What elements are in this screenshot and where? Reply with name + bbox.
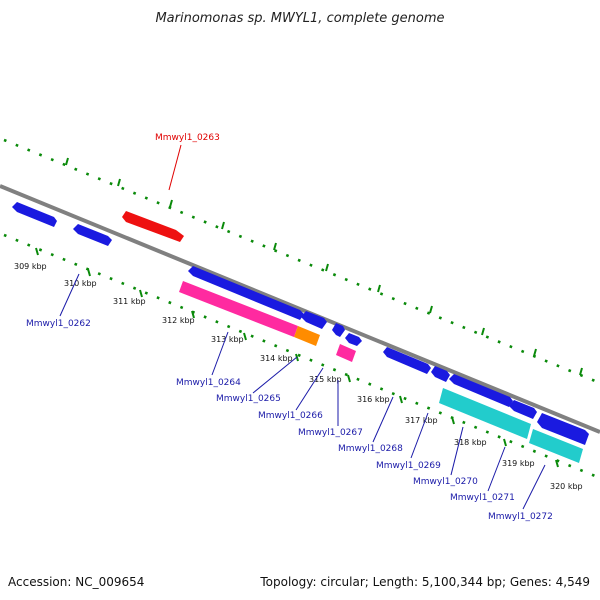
gene-arrow-0263[interactable] (122, 211, 184, 242)
gene-label-0270[interactable]: Mmwyl1_0270 (413, 477, 478, 487)
tick-label-319: 319 kbp (502, 459, 535, 468)
upper-tick-track (3, 138, 600, 385)
accession-text: Accession: NC_009654 (8, 575, 144, 589)
genome-summary-text: Topology: circular; Length: 5,100,344 bp… (259, 575, 590, 589)
scale-labels: 309 kbp 310 kbp 311 kbp 312 kbp 313 kbp … (14, 262, 583, 491)
tick-label-315: 315 kbp (309, 375, 342, 384)
gene-label-0265[interactable]: Mmwyl1_0265 (216, 394, 281, 404)
upper-major-ticks (65, 157, 583, 376)
tick-label-313: 313 kbp (211, 335, 244, 344)
gene-arrow-0262b[interactable] (73, 224, 112, 246)
tick-label-311: 311 kbp (113, 297, 146, 306)
gene-label-0268[interactable]: Mmwyl1_0268 (338, 444, 403, 454)
gene-label-0269[interactable]: Mmwyl1_0269 (376, 461, 441, 471)
gene-label-0267[interactable]: Mmwyl1_0267 (298, 428, 363, 438)
gene-arrow-0271[interactable] (509, 400, 537, 419)
tick-label-310: 310 kbp (64, 279, 97, 288)
tick-label-309: 309 kbp (14, 262, 47, 271)
tick-label-320: 320 kbp (550, 482, 583, 491)
tick-label-317: 317 kbp (405, 416, 438, 425)
gene-arrow-0264[interactable] (188, 266, 304, 320)
feature-bar-pink-small[interactable] (336, 344, 356, 362)
tick-label-318: 318 kbp (454, 438, 487, 447)
tick-label-316: 316 kbp (357, 395, 390, 404)
gene-arrow-0267[interactable] (345, 333, 362, 346)
gene-label-0264[interactable]: Mmwyl1_0264 (176, 378, 241, 388)
tick-label-312: 312 kbp (162, 316, 195, 325)
gene-arrow-0262a[interactable] (12, 202, 57, 227)
gene-arrow-0272[interactable] (537, 413, 589, 445)
genome-title: Marinomonas sp. MWYL1, complete genome (155, 11, 444, 26)
genome-backbone (0, 184, 600, 434)
leader-lines (59, 144, 546, 510)
feature-bar-orange[interactable] (294, 326, 320, 346)
gene-label-0271[interactable]: Mmwyl1_0271 (450, 493, 515, 503)
gene-label-0272[interactable]: Mmwyl1_0272 (488, 512, 553, 522)
gene-label-0263[interactable]: Mmwyl1_0263 (155, 133, 220, 143)
gene-arrow-0268[interactable] (383, 347, 431, 374)
gene-arrow-0265[interactable] (301, 311, 327, 329)
gene-labels[interactable]: Mmwyl1_0263 Mmwyl1_0262 Mmwyl1_0264 Mmwy… (26, 133, 553, 522)
gene-label-0266[interactable]: Mmwyl1_0266 (258, 411, 323, 421)
gene-label-0262[interactable]: Mmwyl1_0262 (26, 319, 91, 329)
feature-bar-cyan-1[interactable] (439, 388, 531, 439)
gene-arrow-0269[interactable] (431, 366, 450, 382)
lower-tick-track (3, 233, 600, 480)
tick-label-314: 314 kbp (260, 354, 293, 363)
gene-arrow-0266[interactable] (332, 323, 345, 337)
feature-bar-cyan-2[interactable] (529, 429, 583, 463)
feature-bar-pink[interactable] (179, 281, 298, 337)
gene-arrow-0270[interactable] (449, 374, 513, 407)
